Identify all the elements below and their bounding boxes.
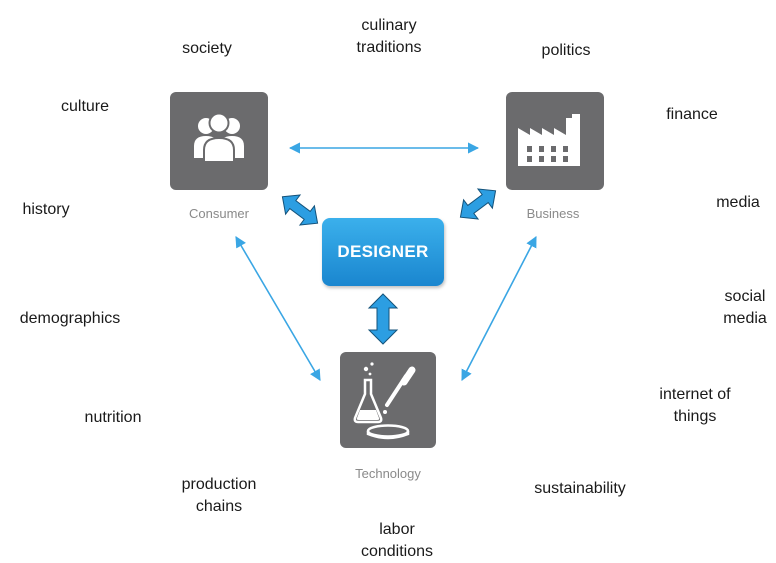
business-label: Business [526,206,580,221]
factor-society: society [182,40,232,57]
technology-label: Technology [355,466,421,481]
people-icon [194,112,244,163]
business-tile [506,92,604,190]
factor-finance: finance [666,106,718,123]
designer-box: DESIGNER [322,218,444,286]
factor-sustainability: sustainability [534,480,626,497]
consumer-tile [170,92,268,190]
factor-culture: culture [60,98,110,115]
consumer-label: Consumer [189,206,249,221]
factor-politics: politics [541,42,591,59]
factor-history: history [22,201,70,218]
technology-designer-arrow [367,293,399,345]
consumer-technology-arrow [235,236,321,381]
factory-icon [518,114,580,166]
business-designer-arrow [459,188,497,220]
business-technology-arrow [461,236,537,381]
factor-media: media [716,194,760,211]
consumer-designer-arrow [281,194,319,226]
lab-flask-pipette-icon [353,362,416,440]
technology-tile [340,352,436,448]
factor-nutrition: nutrition [84,409,142,426]
factor-demographics: demographics [19,310,121,327]
